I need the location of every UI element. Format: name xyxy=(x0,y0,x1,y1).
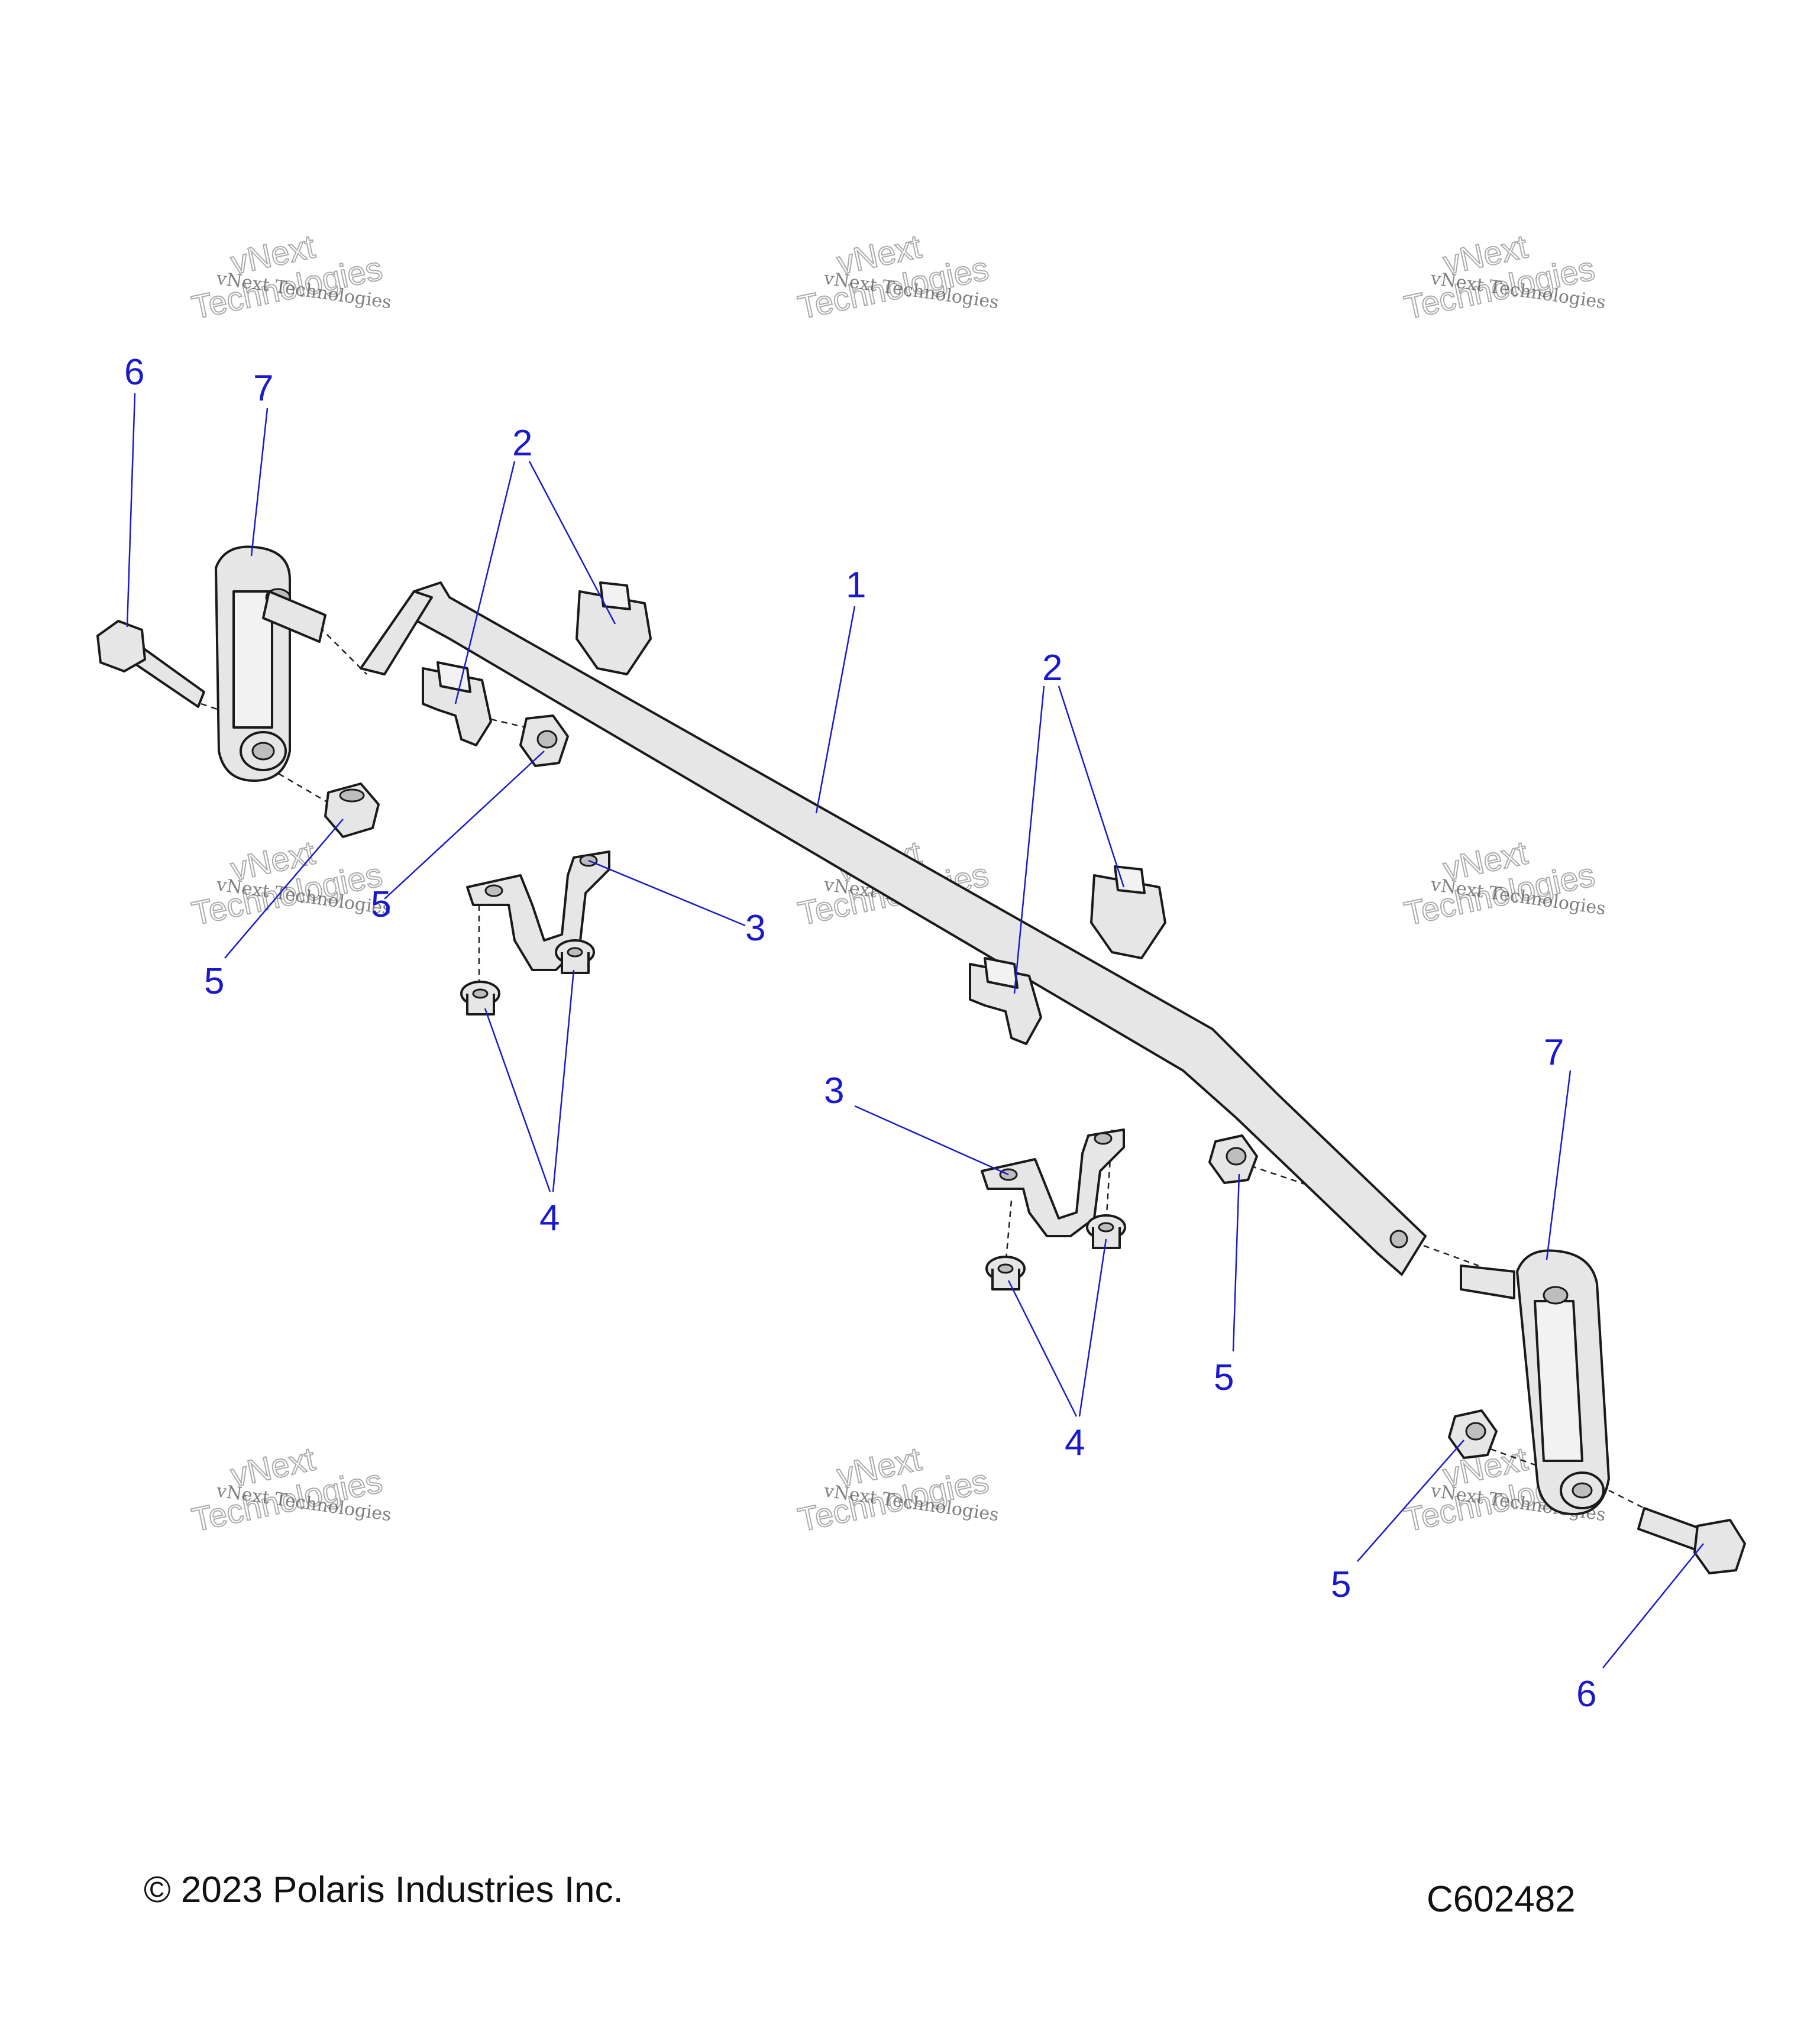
lock-nut-left xyxy=(324,782,380,838)
callout-3-right: 3 xyxy=(824,1070,844,1111)
spacer-right-upper xyxy=(1208,1134,1258,1184)
spacer-right-lower xyxy=(1448,1409,1498,1459)
callout-5-right-lower: 5 xyxy=(1331,1564,1351,1605)
callout-labels: 1 2 2 3 3 4 4 5 5 5 5 6 6 7 7 xyxy=(124,352,1596,1715)
assembly-lines xyxy=(201,626,1645,1509)
callout-5-left-lower: 5 xyxy=(204,961,224,1002)
link-arm-left xyxy=(215,545,326,782)
callout-5-left-upper: 5 xyxy=(371,884,391,925)
stabilizer-bar xyxy=(360,581,1427,1276)
figure-id: C602482 xyxy=(1427,1879,1576,1920)
flange-nut-2 xyxy=(555,939,595,974)
callout-2-left: 2 xyxy=(512,423,532,464)
bushing-upper-left xyxy=(576,581,652,675)
callout-6-left: 6 xyxy=(124,352,144,393)
bolt-left xyxy=(96,620,205,708)
callout-6-right: 6 xyxy=(1576,1674,1596,1715)
bushing-mid-right xyxy=(969,957,1042,1045)
leader-lines xyxy=(126,393,1704,1668)
bushing-mid-left xyxy=(422,661,492,746)
callout-4-left: 4 xyxy=(539,1198,560,1238)
flange-nut-1 xyxy=(460,981,500,1015)
flange-nut-4 xyxy=(1086,1214,1126,1249)
flange-nut-3 xyxy=(985,1256,1026,1291)
callout-7-left: 7 xyxy=(253,368,273,409)
bolt-right xyxy=(1637,1507,1746,1574)
callout-7-right: 7 xyxy=(1544,1032,1564,1073)
bracket-right xyxy=(981,1128,1125,1237)
callout-5-right-upper: 5 xyxy=(1214,1357,1234,1398)
callout-1: 1 xyxy=(846,565,866,606)
spacer-left-upper xyxy=(519,714,569,767)
callout-4-right: 4 xyxy=(1065,1422,1085,1463)
callout-3-left: 3 xyxy=(745,908,765,949)
copyright-text: © 2023 Polaris Industries Inc. xyxy=(144,1870,623,1910)
link-arm-right xyxy=(1460,1249,1610,1515)
callout-2-right: 2 xyxy=(1042,648,1062,688)
bushing-upper-right xyxy=(1090,865,1166,959)
